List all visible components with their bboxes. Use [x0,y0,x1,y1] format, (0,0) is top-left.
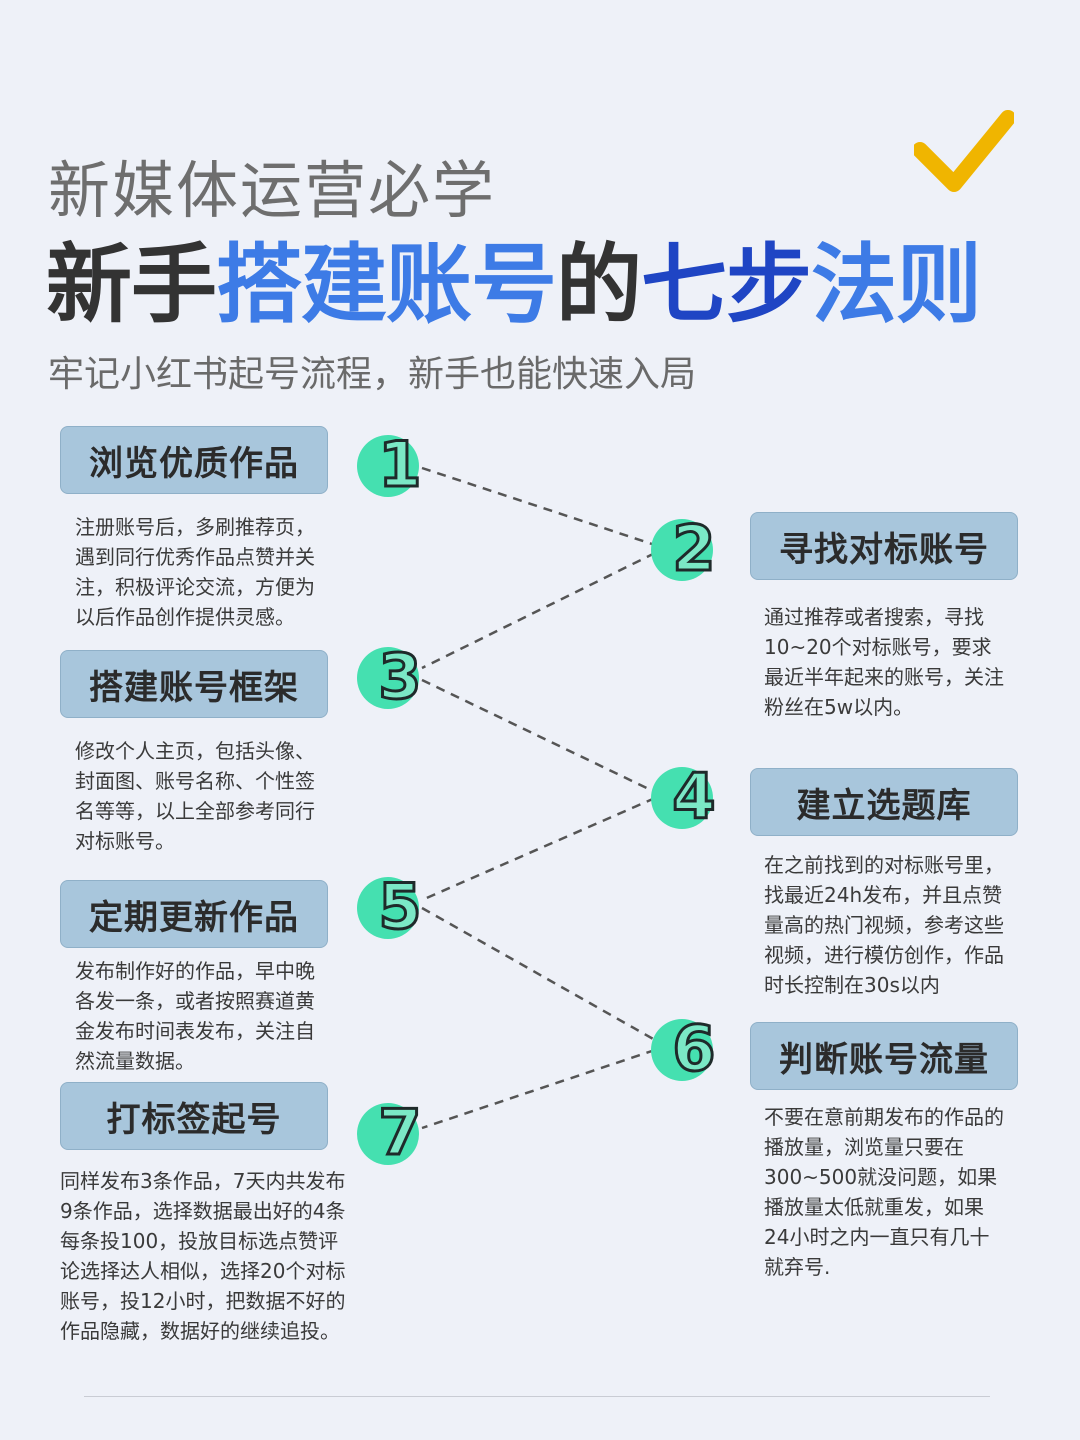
step-7-desc-line: 每条投100，投放目标选点赞评 [60,1229,339,1253]
step-4-desc-line: 量高的热门视频，参考这些 [764,913,1004,937]
step-2-desc-line: 粉丝在5w以内。 [764,695,914,719]
connector-2-3 [421,551,656,670]
step-6-title: 判断账号流量 [750,1022,1018,1090]
step-2-desc-line: 通过推荐或者搜索，寻找 [764,605,984,629]
step-7-desc-line: 作品隐藏，数据好的继续追投。 [60,1319,340,1343]
headline-part-3: 的 [556,235,642,335]
connector-6-7 [421,1048,656,1130]
step-2-number: 2 [672,512,715,585]
step-3-number: 3 [378,640,421,713]
step-3-number-badge: 3 [357,639,423,715]
step-4-title: 建立选题库 [750,768,1018,836]
connector-3-4 [421,678,656,794]
bottom-divider [84,1396,990,1397]
step-5-number: 5 [378,870,421,943]
step-4-description: 在之前找到的对标账号里， 找最近24h发布，并且点赞 量高的热门视频，参考这些 … [764,850,1039,1000]
step-6-desc-line: 播放量，浏览量只要在 [764,1135,964,1159]
step-5-desc-line: 各发一条，或者按照赛道黄 [75,989,315,1013]
step-5-description: 发布制作好的作品，早中晚 各发一条，或者按照赛道黄 金发布时间表发布，关注自 然… [75,956,345,1076]
step-7-desc-line: 账号，投12小时，把数据不好的 [60,1289,346,1313]
step-2-description: 通过推荐或者搜索，寻找 10~20个对标账号，要求 最近半年起来的账号，关注 粉… [764,602,1034,722]
step-2-desc-line: 最近半年起来的账号，关注 [764,665,1004,689]
step-7-desc-line: 论选择达人相似，选择20个对标 [60,1259,346,1283]
headline: 新手搭建账号的七步法则 [46,235,982,335]
subtitle: 牢记小红书起号流程，新手也能快速入局 [48,354,697,395]
step-7-number-badge: 7 [357,1095,423,1171]
step-5-desc-line: 然流量数据。 [75,1049,195,1073]
step-7-title: 打标签起号 [60,1082,328,1150]
step-6-desc-line: 播放量太低就重发，如果 [764,1195,984,1219]
step-7-description: 同样发布3条作品，7天内共发布 9条作品，选择数据最出好的4条 每条投100，投… [60,1166,360,1346]
step-6-description: 不要在意前期发布的作品的 播放量，浏览量只要在 300~500就没问题，如果 播… [764,1102,1039,1282]
step-4-desc-line: 视频，进行模仿创作，作品 [764,943,1004,967]
step-5-number-badge: 5 [357,869,423,945]
headline-part-2: 搭建账号 [216,235,557,335]
step-5-title: 定期更新作品 [60,880,328,948]
step-7-number: 7 [378,1096,421,1169]
step-1-description: 注册账号后，多刷推荐页， 遇到同行优秀作品点赞并关 注，积极评论交流，方便为 以… [75,512,345,632]
checkmark-icon [914,110,1014,192]
step-2-number-badge: 2 [651,511,717,587]
step-1-number-badge: 1 [357,427,423,503]
step-6-desc-line: 300~500就没问题，如果 [764,1165,998,1189]
step-4-desc-line: 时长控制在30s以内 [764,973,940,997]
step-1-title: 浏览优质作品 [60,426,328,494]
step-1-desc-line: 以后作品创作提供灵感。 [75,605,295,629]
connector-4-5 [421,796,656,902]
step-6-desc-line: 就弃号. [764,1255,831,1279]
step-6-number-badge: 6 [651,1011,717,1087]
step-4-number-badge: 4 [651,759,717,835]
headline-part-1: 新手 [46,235,217,335]
step-6-number: 6 [672,1012,715,1085]
step-3-title: 搭建账号框架 [60,650,328,718]
headline-part-4: 七步 [641,235,812,335]
headline-part-5: 法则 [811,235,982,335]
step-1-desc-line: 注，积极评论交流，方便为 [75,575,315,599]
step-4-number: 4 [672,760,715,833]
connector-1-2 [421,466,656,547]
step-1-desc-line: 遇到同行优秀作品点赞并关 [75,545,315,569]
step-5-desc-line: 金发布时间表发布，关注自 [75,1019,315,1043]
step-3-desc-line: 对标账号。 [75,829,175,853]
step-1-number: 1 [378,428,421,501]
step-3-desc-line: 名等等，以上全部参考同行 [75,799,315,823]
step-6-desc-line: 不要在意前期发布的作品的 [764,1105,1004,1129]
step-3-desc-line: 封面图、账号名称、个性签 [75,769,315,793]
step-4-desc-line: 找最近24h发布，并且点赞 [764,883,1003,907]
step-4-desc-line: 在之前找到的对标账号里， [764,853,1004,877]
step-7-desc-line: 9条作品，选择数据最出好的4条 [60,1199,346,1223]
connector-5-6 [421,906,656,1042]
step-6-desc-line: 24小时之内一直只有几十 [764,1225,990,1249]
step-3-description: 修改个人主页，包括头像、 封面图、账号名称、个性签 名等等，以上全部参考同行 对… [75,736,345,856]
step-2-desc-line: 10~20个对标账号，要求 [764,635,992,659]
step-1-desc-line: 注册账号后，多刷推荐页， [75,515,315,539]
step-3-desc-line: 修改个人主页，包括头像、 [75,739,315,763]
step-7-desc-line: 同样发布3条作品，7天内共发布 [60,1169,346,1193]
step-5-desc-line: 发布制作好的作品，早中晚 [75,959,315,983]
kicker-title: 新媒体运营必学 [48,154,497,227]
step-2-title: 寻找对标账号 [750,512,1018,580]
